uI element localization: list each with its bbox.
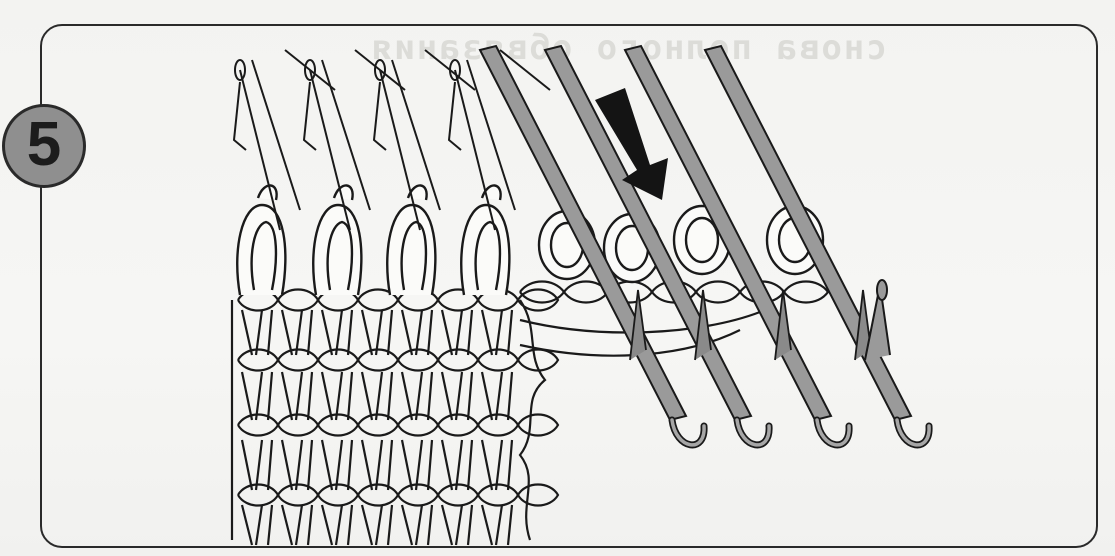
purl-bump (238, 415, 278, 436)
purl-bump (318, 350, 358, 371)
stitch-leg (282, 310, 312, 355)
purl-bump (438, 485, 478, 506)
stitch-leg (402, 440, 432, 490)
purl-bump (438, 350, 478, 371)
loop-hook (258, 185, 277, 200)
stitch-leg (402, 372, 432, 420)
purl-bump (784, 282, 828, 303)
purl-bump (358, 350, 398, 371)
stitch-leg (322, 372, 352, 420)
stitch-leg (362, 310, 392, 355)
purl-bump (278, 485, 318, 506)
needle-latch (374, 82, 386, 150)
purl-bump (318, 485, 358, 506)
stitch-loop-inner (476, 222, 500, 290)
stitch-loop-inner (328, 222, 352, 290)
purl-bump (438, 415, 478, 436)
purl-bump (238, 485, 278, 506)
stitch-leg (362, 440, 392, 490)
stitch-leg (402, 310, 432, 355)
purl-bump (478, 415, 518, 436)
stitch-leg (242, 310, 272, 355)
stitch-leg (242, 440, 272, 490)
stitch-leg (402, 505, 432, 545)
stitch-leg (362, 372, 392, 420)
stitch-leg (362, 505, 392, 545)
purl-bump (318, 415, 358, 436)
stitch-leg (482, 372, 512, 420)
stitch-leg (442, 310, 472, 355)
stitch-leg (442, 505, 472, 545)
purl-bump (478, 485, 518, 506)
purl-bump (478, 350, 518, 371)
stitch-leg (322, 505, 352, 545)
stitch-leg (322, 310, 352, 355)
stitch-leg (442, 440, 472, 490)
needle-latch (449, 82, 461, 150)
stitch-leg (282, 505, 312, 545)
needle-latch (234, 82, 246, 150)
purl-bump (398, 350, 438, 371)
stitch-leg (282, 372, 312, 420)
purl-bump (358, 415, 398, 436)
stitch-leg (482, 310, 512, 355)
stitch-loop-inner (252, 222, 276, 290)
purl-bump (278, 290, 318, 311)
purl-bump (358, 485, 398, 506)
stitch-leg (242, 505, 272, 545)
purl-bump (278, 350, 318, 371)
needle-shaft (252, 60, 300, 210)
needle-tip-far (877, 280, 887, 300)
stitch-leg (482, 505, 512, 545)
loop-hook (334, 185, 353, 200)
stitch-leg (482, 440, 512, 490)
stitch-loop-right-inner (686, 218, 718, 262)
purl-bump (398, 485, 438, 506)
stitch-leg (242, 372, 272, 420)
stitch-leg (442, 372, 472, 420)
purl-bump (518, 415, 558, 436)
needle-latch (304, 82, 316, 150)
purl-bump (518, 485, 558, 506)
purl-bump (238, 350, 278, 371)
stitch-leg (322, 440, 352, 490)
purl-bump (398, 415, 438, 436)
stitch-leg (282, 440, 312, 490)
purl-bump (278, 415, 318, 436)
stitch-loop-inner (402, 222, 426, 290)
